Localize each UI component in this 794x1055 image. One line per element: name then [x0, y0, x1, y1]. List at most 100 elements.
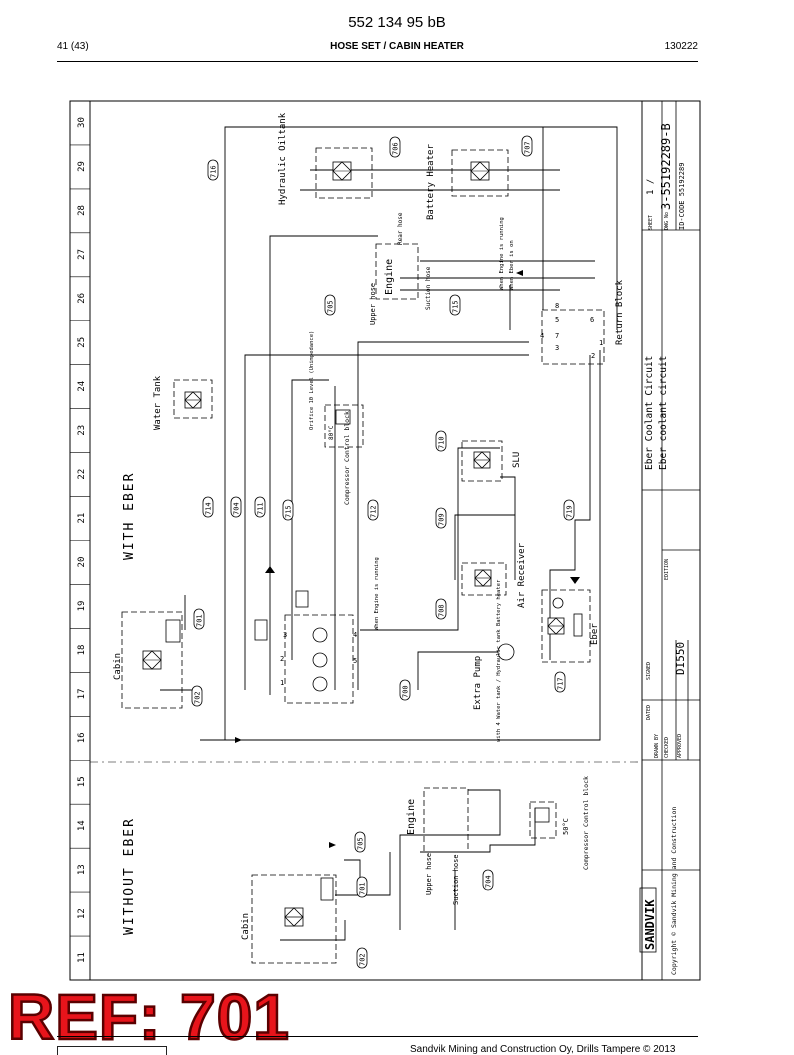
title-line-2: Eber coolant circuit — [658, 356, 669, 470]
without-eber-boxes — [251, 787, 557, 964]
ref-bubble: 711 — [254, 496, 266, 518]
svg-text:3: 3 — [555, 344, 559, 352]
svg-text:716: 716 — [210, 165, 218, 178]
dated-label: DATED — [646, 705, 652, 720]
column-number: 14 — [77, 820, 87, 831]
column-number: 30 — [77, 117, 87, 128]
extra-pump-label: Extra Pump — [473, 656, 483, 710]
tanks — [121, 147, 605, 709]
sensor-temp-label: 80°C — [328, 425, 335, 440]
component-labels: Hydraulic Oiltank Battery Heater Engine … — [113, 112, 625, 742]
checked-label: CHECKED — [664, 737, 670, 758]
model-label: DI550 — [674, 642, 687, 675]
orifice-note-label: Orifice 10 Level (Unimpedance) — [309, 331, 315, 430]
flow-arrows — [235, 270, 580, 848]
svg-text:706: 706 — [392, 142, 400, 155]
ref-bubble: 712 — [367, 499, 379, 521]
engine-upper-hose-label: Upper hose — [369, 283, 377, 325]
footer-logo — [57, 1046, 167, 1055]
column-number: 27 — [77, 249, 87, 260]
svg-text:717: 717 — [557, 677, 565, 690]
column-number: 19 — [77, 601, 87, 612]
svg-text:1: 1 — [599, 339, 603, 347]
column-number: 12 — [77, 908, 87, 919]
reference-bubbles: 716 706 707 705 715 714 704 711 715 712 710 709 719 7… — [191, 135, 575, 969]
cabin-label: Cabin — [113, 653, 123, 680]
signed-label: SIGNED — [646, 662, 652, 680]
id-code: ID-CODE 55192289 — [678, 163, 686, 230]
column-number: 13 — [77, 864, 87, 875]
ref-bubble: 709 — [435, 507, 447, 529]
svg-text:701: 701 — [359, 882, 367, 895]
edition-label: EDITION — [664, 559, 670, 580]
svg-text:5: 5 — [555, 316, 559, 324]
without-eber-exchanger — [284, 907, 304, 927]
ref-bubble: 716 — [207, 159, 219, 181]
svg-text:702: 702 — [359, 953, 367, 966]
document-number: 552 134 95 bB — [348, 14, 446, 31]
ref-bubble: 715 — [282, 499, 294, 521]
svg-text:708: 708 — [438, 604, 446, 617]
engine-label: Engine — [384, 259, 395, 295]
svg-text:710: 710 — [438, 436, 446, 449]
svg-text:714: 714 — [205, 502, 213, 515]
ref-bubble: 700 — [399, 679, 411, 701]
page-number: 41 (43) — [57, 41, 89, 52]
ref-bubble: 701 — [193, 608, 205, 630]
air-receiver-label: Air Receiver — [517, 542, 527, 608]
ref-bubble: 719 — [563, 499, 575, 521]
column-number: 17 — [77, 688, 87, 699]
approved-label: APPROVED — [677, 734, 683, 758]
column-number: 11 — [77, 952, 87, 963]
wo-engine-label: Engine — [406, 799, 417, 835]
title-block-text: Eber Coolant Circuit Eber coolant circui… — [643, 123, 687, 975]
ref-bubble: 702 — [191, 685, 203, 707]
footer-company: Sandvik Mining and Construction Oy, Dril… — [410, 1044, 676, 1055]
svg-text:7: 7 — [555, 332, 559, 340]
with-eber-label: WITH EBER — [122, 472, 137, 560]
ref-bubble: 705 — [354, 831, 366, 853]
column-number: 28 — [77, 205, 87, 216]
svg-text:702: 702 — [194, 691, 202, 704]
svg-text:5: 5 — [353, 657, 357, 665]
ref-bubble: 705 — [324, 294, 336, 316]
svg-text:701: 701 — [196, 614, 204, 627]
compressor-control-block-label: Compressor Control block — [343, 411, 351, 505]
title-line-1: Eber Coolant Circuit — [644, 356, 655, 470]
svg-text:704: 704 — [485, 875, 493, 888]
svg-text:700: 700 — [402, 685, 410, 698]
column-number: 16 — [77, 732, 87, 743]
wo-sensor-temp-label: 50°C — [562, 818, 570, 835]
column-number: 20 — [77, 557, 87, 568]
column-number: 26 — [77, 293, 87, 304]
svg-text:709: 709 — [438, 513, 446, 526]
svg-text:711: 711 — [257, 502, 265, 515]
svg-text:704: 704 — [233, 502, 241, 515]
when-engine-running-label: When Engine is running — [374, 557, 380, 630]
ref-bubble: 704 — [230, 496, 242, 518]
water-tank-label: Water Tank — [153, 375, 163, 430]
column-number: 23 — [77, 425, 87, 436]
document-date: 130222 — [664, 41, 698, 52]
wo-suction-hose-label: Suction hose — [452, 854, 460, 905]
svg-text:4: 4 — [353, 631, 357, 639]
column-number: 25 — [77, 337, 87, 348]
footer-divider — [57, 1036, 698, 1037]
svg-text:4: 4 — [540, 332, 544, 340]
drawing-inner-border — [89, 100, 643, 981]
return-block-label: Return Block — [615, 279, 625, 345]
hydraulic-oiltank-label: Hydraulic Oiltank — [278, 112, 288, 205]
svg-text:712: 712 — [370, 505, 378, 518]
svg-text:715: 715 — [452, 300, 460, 313]
engine-note-1: When Engine is running — [499, 217, 505, 290]
svg-text:3: 3 — [283, 631, 287, 639]
engine-suction-hose-label: Suction hose — [425, 266, 432, 310]
column-number: 22 — [77, 469, 87, 480]
drawing-border — [69, 100, 701, 981]
ref-bubble: 706 — [389, 136, 401, 158]
with-eber-circuit — [160, 126, 618, 741]
without-eber-labels: Engine Upper hose Suction hose Cabin Com… — [241, 776, 590, 940]
ref-bubble: 707 — [521, 135, 533, 157]
drawn-by-label: DRAWN BY — [654, 734, 660, 758]
